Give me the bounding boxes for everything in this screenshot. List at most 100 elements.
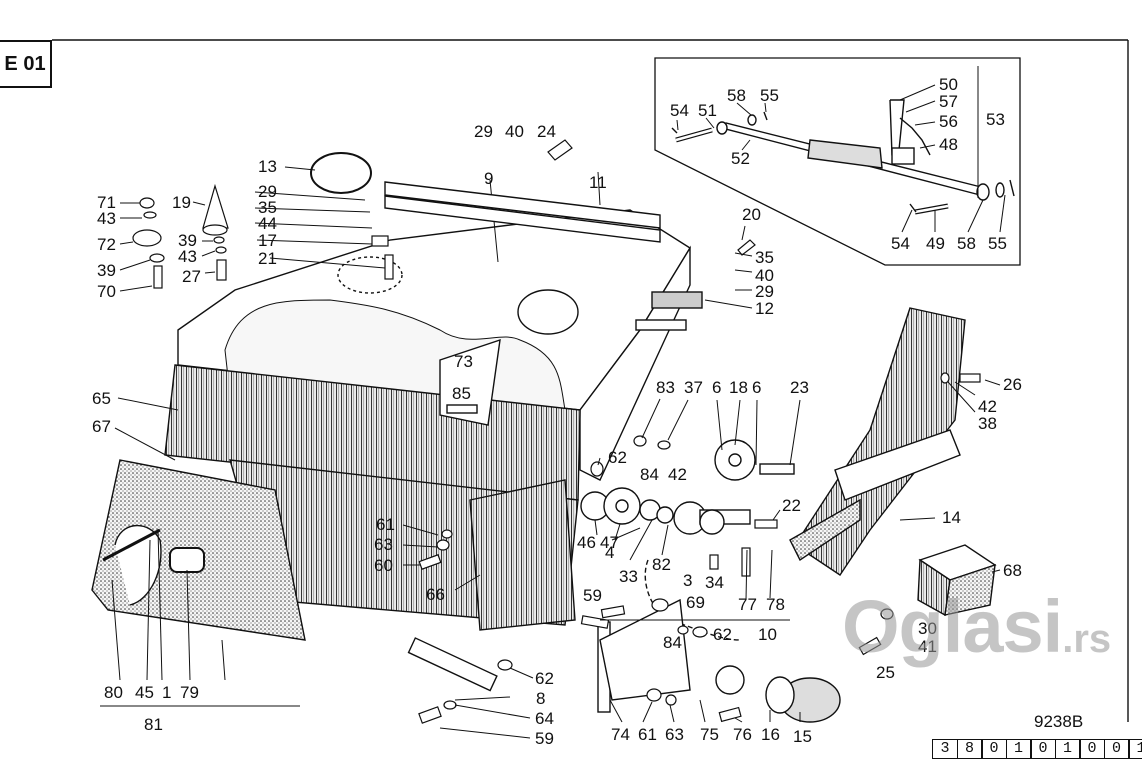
callout-1: 1 — [162, 683, 171, 702]
footer-code-boxes: 3 8 0 1 0 1 0 0 1 — [932, 739, 1142, 759]
callout-54: 54 — [891, 234, 910, 253]
callout-26: 26 — [1003, 375, 1022, 394]
callout-64: 64 — [535, 709, 554, 728]
footer-digit: 0 — [1079, 739, 1105, 759]
callout-25: 25 — [876, 663, 895, 682]
side-shield-14 — [789, 307, 966, 576]
footer-digit: 1 — [1128, 739, 1142, 759]
footer-digit: 1 — [1005, 739, 1032, 759]
callout-46: 46 — [577, 533, 596, 552]
callout-10: 10 — [758, 625, 777, 644]
callout-16: 16 — [761, 725, 780, 744]
callout-79: 79 — [180, 683, 199, 702]
callout-61: 61 — [376, 515, 395, 534]
callout-62: 62 — [608, 448, 627, 467]
callout-labels: 13 29 40 24 9 11 71 43 72 39 70 19 39 43… — [92, 75, 1022, 748]
callout-81: 81 — [144, 715, 163, 734]
callout-57: 57 — [939, 92, 958, 111]
callout-39: 39 — [97, 261, 116, 280]
callout-52: 52 — [731, 149, 750, 168]
sheet-frame — [52, 39, 1129, 722]
callout-45: 45 — [135, 683, 154, 702]
callout-68: 68 — [1003, 561, 1022, 580]
callout-53: 53 — [986, 110, 1005, 129]
callout-72: 72 — [97, 235, 116, 254]
drawing-number: 9238B — [1034, 712, 1084, 731]
callout-73: 73 — [454, 352, 473, 371]
callout-39: 39 — [178, 231, 197, 250]
callout-61: 61 — [638, 725, 657, 744]
callout-84: 84 — [640, 465, 659, 484]
callout-6: 6 — [712, 378, 721, 397]
callout-29: 29 — [474, 122, 493, 141]
callout-71: 71 — [97, 193, 116, 212]
callout-14: 14 — [942, 508, 961, 527]
callout-18: 18 — [729, 378, 748, 397]
callout-48: 48 — [939, 135, 958, 154]
callout-24: 24 — [537, 122, 556, 141]
rod-assembly — [671, 66, 1015, 215]
callout-54: 54 — [670, 101, 689, 120]
callout-20: 20 — [742, 205, 761, 224]
fasteners — [132, 139, 981, 724]
callout-30: 30 — [918, 619, 937, 638]
callout-67: 67 — [92, 417, 111, 436]
callout-60: 60 — [374, 556, 393, 575]
callout-43: 43 — [97, 209, 116, 228]
callout-17: 17 — [258, 231, 277, 250]
callout-42: 42 — [978, 397, 997, 416]
footer-digit: 1 — [1054, 739, 1081, 759]
callout-38: 38 — [978, 414, 997, 433]
callout-29: 29 — [258, 182, 277, 201]
callout-35: 35 — [755, 248, 774, 267]
callout-42: 42 — [668, 465, 687, 484]
callout-55: 55 — [760, 86, 779, 105]
callout-78: 78 — [766, 595, 785, 614]
callout-62: 62 — [713, 625, 732, 644]
footer-digit: 0 — [1103, 739, 1130, 759]
callout-63: 63 — [374, 535, 393, 554]
callout-12: 12 — [755, 299, 774, 318]
callout-29: 29 — [755, 282, 774, 301]
footer-digit: 8 — [956, 739, 983, 759]
callout-19: 19 — [172, 193, 191, 212]
callout-27: 27 — [182, 267, 201, 286]
callout-65: 65 — [92, 389, 111, 408]
callout-83: 83 — [656, 378, 675, 397]
callout-35: 35 — [258, 198, 277, 217]
callout-75: 75 — [700, 725, 719, 744]
callout-40: 40 — [755, 266, 774, 285]
callout-51: 51 — [698, 101, 717, 120]
callout-4: 4 — [605, 543, 614, 562]
callout-77: 77 — [738, 595, 757, 614]
callout-50: 50 — [939, 75, 958, 94]
callout-80: 80 — [104, 683, 123, 702]
callout-13: 13 — [258, 157, 277, 176]
callout-76: 76 — [733, 725, 752, 744]
callout-74: 74 — [611, 725, 630, 744]
callout-44: 44 — [258, 214, 277, 233]
leader-lines — [100, 84, 1006, 739]
callout-62: 62 — [535, 669, 554, 688]
callout-34: 34 — [705, 573, 724, 592]
callout-6: 6 — [752, 378, 761, 397]
callout-85: 85 — [452, 384, 471, 403]
box-68 — [917, 544, 997, 617]
callout-41: 41 — [918, 637, 937, 656]
callout-56: 56 — [939, 112, 958, 131]
callout-84: 84 — [663, 633, 682, 652]
callout-8: 8 — [536, 689, 545, 708]
callout-9: 9 — [484, 169, 493, 188]
detail-inset-box — [654, 57, 1021, 266]
callout-43: 43 — [178, 247, 197, 266]
callout-49: 49 — [926, 234, 945, 253]
footer-digit: 0 — [981, 739, 1007, 759]
callout-40: 40 — [505, 122, 524, 141]
callout-33: 33 — [619, 567, 638, 586]
callout-22: 22 — [782, 496, 801, 515]
callout-15: 15 — [793, 727, 812, 746]
callout-23: 23 — [790, 378, 809, 397]
callout-37: 37 — [684, 378, 703, 397]
sheet-code-label: E 01 — [0, 40, 52, 88]
